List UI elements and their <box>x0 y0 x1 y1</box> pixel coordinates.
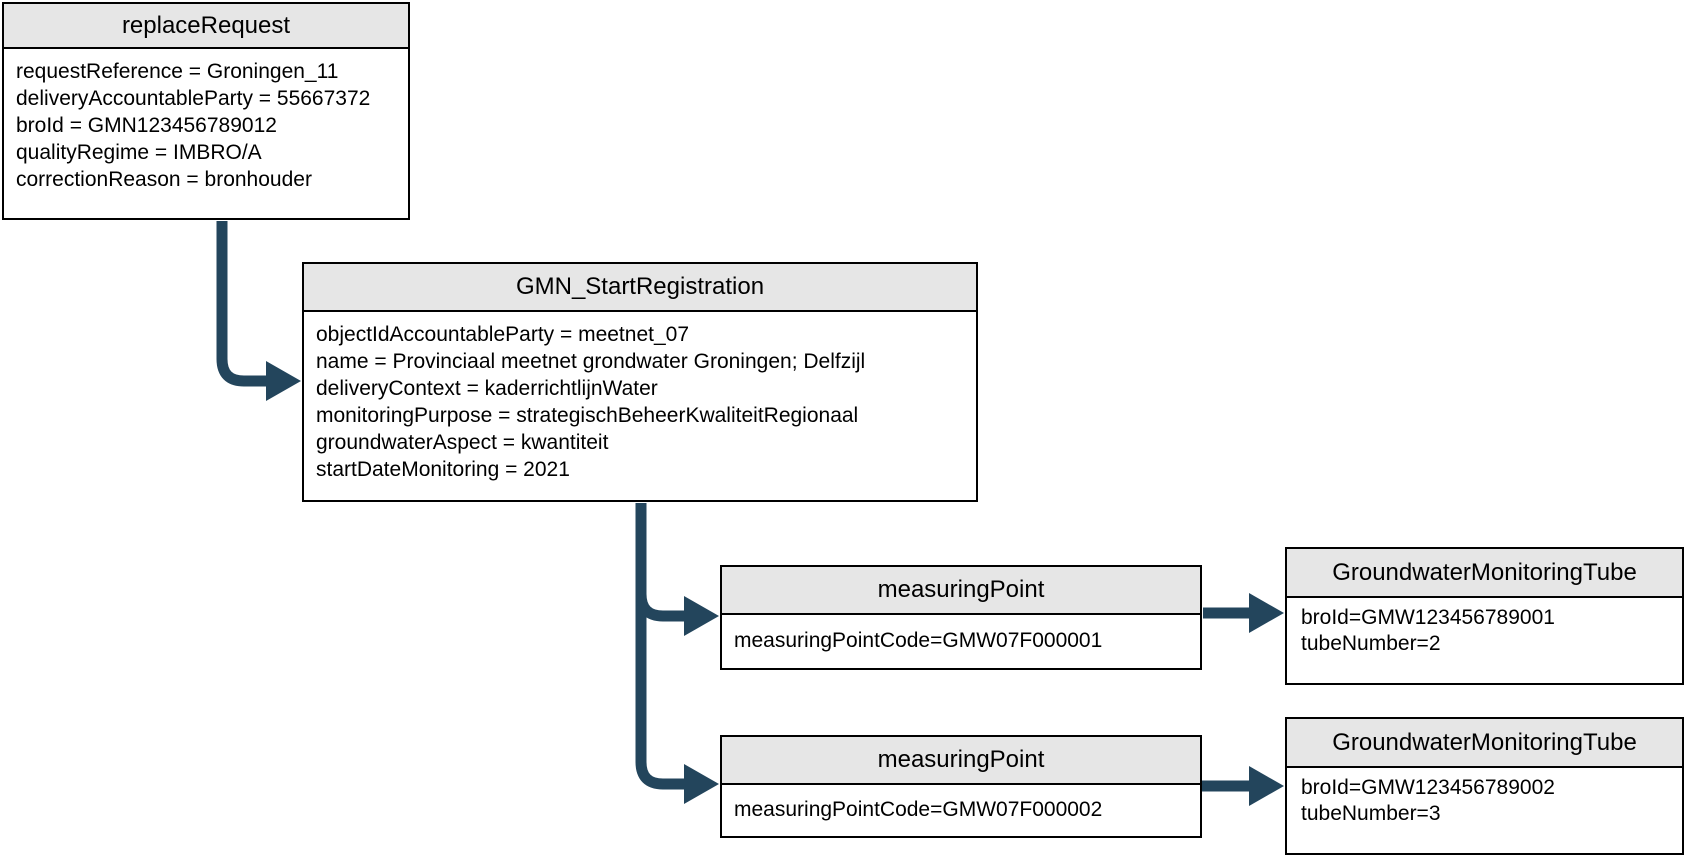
node-groundwater-monitoring-tube-1-header: GroundwaterMonitoringTube <box>1287 549 1682 598</box>
attribute-line: deliveryContext = kaderrichtlijnWater <box>316 377 658 400</box>
node-groundwater-monitoring-tube-2-header: GroundwaterMonitoringTube <box>1287 719 1682 768</box>
node-title: measuringPoint <box>877 576 1045 603</box>
arrow-replace-request-to-gmn-start-registration <box>216 221 301 401</box>
attribute-line: name = Provinciaal meetnet grondwater Gr… <box>316 350 866 373</box>
attribute-line: broId=GMW123456789001 <box>1301 606 1555 629</box>
node-groundwater-monitoring-tube-2: GroundwaterMonitoringTube broId=GMW12345… <box>1285 717 1684 855</box>
attribute-line: groundwaterAspect = kwantiteit <box>316 431 609 454</box>
attribute-line: monitoringPurpose = strategischBeheerKwa… <box>316 404 859 427</box>
node-replace-request: replaceRequest requestReference = Gronin… <box>2 2 410 220</box>
attribute-line: measuringPointCode=GMW07F000001 <box>734 628 1103 652</box>
node-title: measuringPoint <box>877 746 1045 773</box>
attribute-line: measuringPointCode=GMW07F000002 <box>734 797 1103 821</box>
attribute-line: broId=GMW123456789002 <box>1301 776 1555 799</box>
node-groundwater-monitoring-tube-1-body: broId=GMW123456789001 tubeNumber=2 <box>1287 598 1682 657</box>
attribute-line: tubeNumber=3 <box>1301 802 1441 825</box>
arrow-measuring-point-2-to-tube-2 <box>1201 766 1284 806</box>
node-measuring-point-1: measuringPoint measuringPointCode=GMW07F… <box>720 565 1202 670</box>
attribute-line: startDateMonitoring = 2021 <box>316 458 570 481</box>
node-measuring-point-2: measuringPoint measuringPointCode=GMW07F… <box>720 735 1202 838</box>
node-gmn-start-registration-body: objectIdAccountableParty = meetnet_07 na… <box>304 312 976 483</box>
node-title: GMN_StartRegistration <box>515 273 765 300</box>
attribute-line: qualityRegime = IMBRO/A <box>16 141 262 164</box>
attribute-line: tubeNumber=2 <box>1301 632 1441 655</box>
node-title: GroundwaterMonitoringTube <box>1332 728 1637 756</box>
arrow-gmn-branch-to-measuring-point-1 <box>635 570 719 636</box>
attribute-line: correctionReason = bronhouder <box>16 168 312 191</box>
attribute-line: objectIdAccountableParty = meetnet_07 <box>316 323 689 346</box>
node-replace-request-header: replaceRequest <box>4 4 408 49</box>
node-title: replaceRequest <box>121 11 291 39</box>
node-title: GroundwaterMonitoringTube <box>1332 558 1637 586</box>
attribute-line: deliveryAccountableParty = 55667372 <box>16 87 371 110</box>
attribute-line: requestReference = Groningen_11 <box>16 60 339 83</box>
node-measuring-point-1-header: measuringPoint <box>722 567 1200 615</box>
node-gmn-start-registration: GMN_StartRegistration objectIdAccountabl… <box>302 262 978 502</box>
node-groundwater-monitoring-tube-1: GroundwaterMonitoringTube broId=GMW12345… <box>1285 547 1684 685</box>
arrow-measuring-point-1-to-tube-1 <box>1203 593 1284 633</box>
attribute-line: broId = GMN123456789012 <box>16 114 277 137</box>
node-groundwater-monitoring-tube-2-body: broId=GMW123456789002 tubeNumber=3 <box>1287 768 1682 827</box>
node-measuring-point-2-body: measuringPointCode=GMW07F000002 <box>722 785 1200 834</box>
arrow-gmn-trunk-to-measuring-point-2 <box>635 503 719 804</box>
node-measuring-point-1-body: measuringPointCode=GMW07F000001 <box>722 615 1200 666</box>
node-gmn-start-registration-header: GMN_StartRegistration <box>304 264 976 312</box>
node-replace-request-body: requestReference = Groningen_11 delivery… <box>4 49 408 193</box>
node-measuring-point-2-header: measuringPoint <box>722 737 1200 785</box>
